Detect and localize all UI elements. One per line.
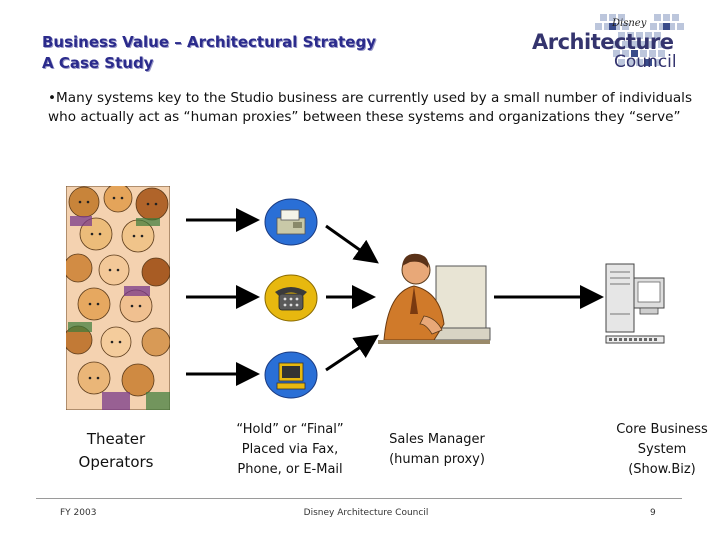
footer-page-number: 9 — [650, 508, 656, 518]
sales-manager-illustration — [378, 253, 491, 344]
slide-title: Business Value – Architectural Strategy … — [42, 32, 376, 74]
caption-system-line-1: Core Business — [616, 422, 708, 437]
architecture-council-logo: Disney Architecture Council — [528, 10, 698, 78]
computer-system-illustration — [605, 263, 665, 344]
caption-orders-line-1: “Hold” or “Final” — [236, 422, 344, 437]
people-crowd-illustration — [66, 186, 170, 410]
phone-icon — [264, 274, 318, 322]
caption-orders-line-2: Placed via Fax, — [241, 442, 339, 457]
flow-arrows — [186, 208, 604, 386]
arrow-email-to-manager — [325, 334, 379, 372]
caption-sales-manager: Sales Manager (human proxy) — [376, 430, 498, 470]
caption-orders-line-3: Phone, or E-Mail — [237, 462, 343, 477]
computer-email-icon — [264, 351, 318, 399]
caption-theater-line-2: Operators — [78, 453, 154, 471]
caption-system-line-2: System — [637, 442, 687, 457]
caption-manager-line-2: (human proxy) — [389, 452, 485, 467]
title-line-2: A Case Study — [42, 54, 154, 72]
logo-grid-icon — [595, 14, 684, 66]
fax-icon — [264, 198, 318, 246]
caption-core-system: Core Business System (Show.Biz) — [606, 420, 718, 480]
logo-brand: Disney — [612, 18, 647, 29]
logo-word-council: Council — [614, 52, 677, 72]
caption-theater-line-1: Theater — [86, 430, 146, 448]
caption-manager-line-1: Sales Manager — [389, 432, 485, 447]
footer-left: FY 2003 — [60, 508, 97, 518]
caption-system-line-3: (Show.Biz) — [628, 462, 696, 477]
arrow-fax-to-manager — [325, 224, 379, 264]
footer-rule — [36, 498, 682, 499]
bullet-text: •Many systems key to the Studio business… — [48, 90, 693, 125]
caption-orders: “Hold” or “Final” Placed via Fax, Phone,… — [220, 420, 360, 480]
caption-theater-operators: Theater Operators — [56, 428, 176, 474]
title-line-1: Business Value – Architectural Strategy — [42, 33, 376, 51]
footer-center: Disney Architecture Council — [303, 508, 429, 518]
logo-word-architecture: Architecture — [532, 30, 674, 54]
